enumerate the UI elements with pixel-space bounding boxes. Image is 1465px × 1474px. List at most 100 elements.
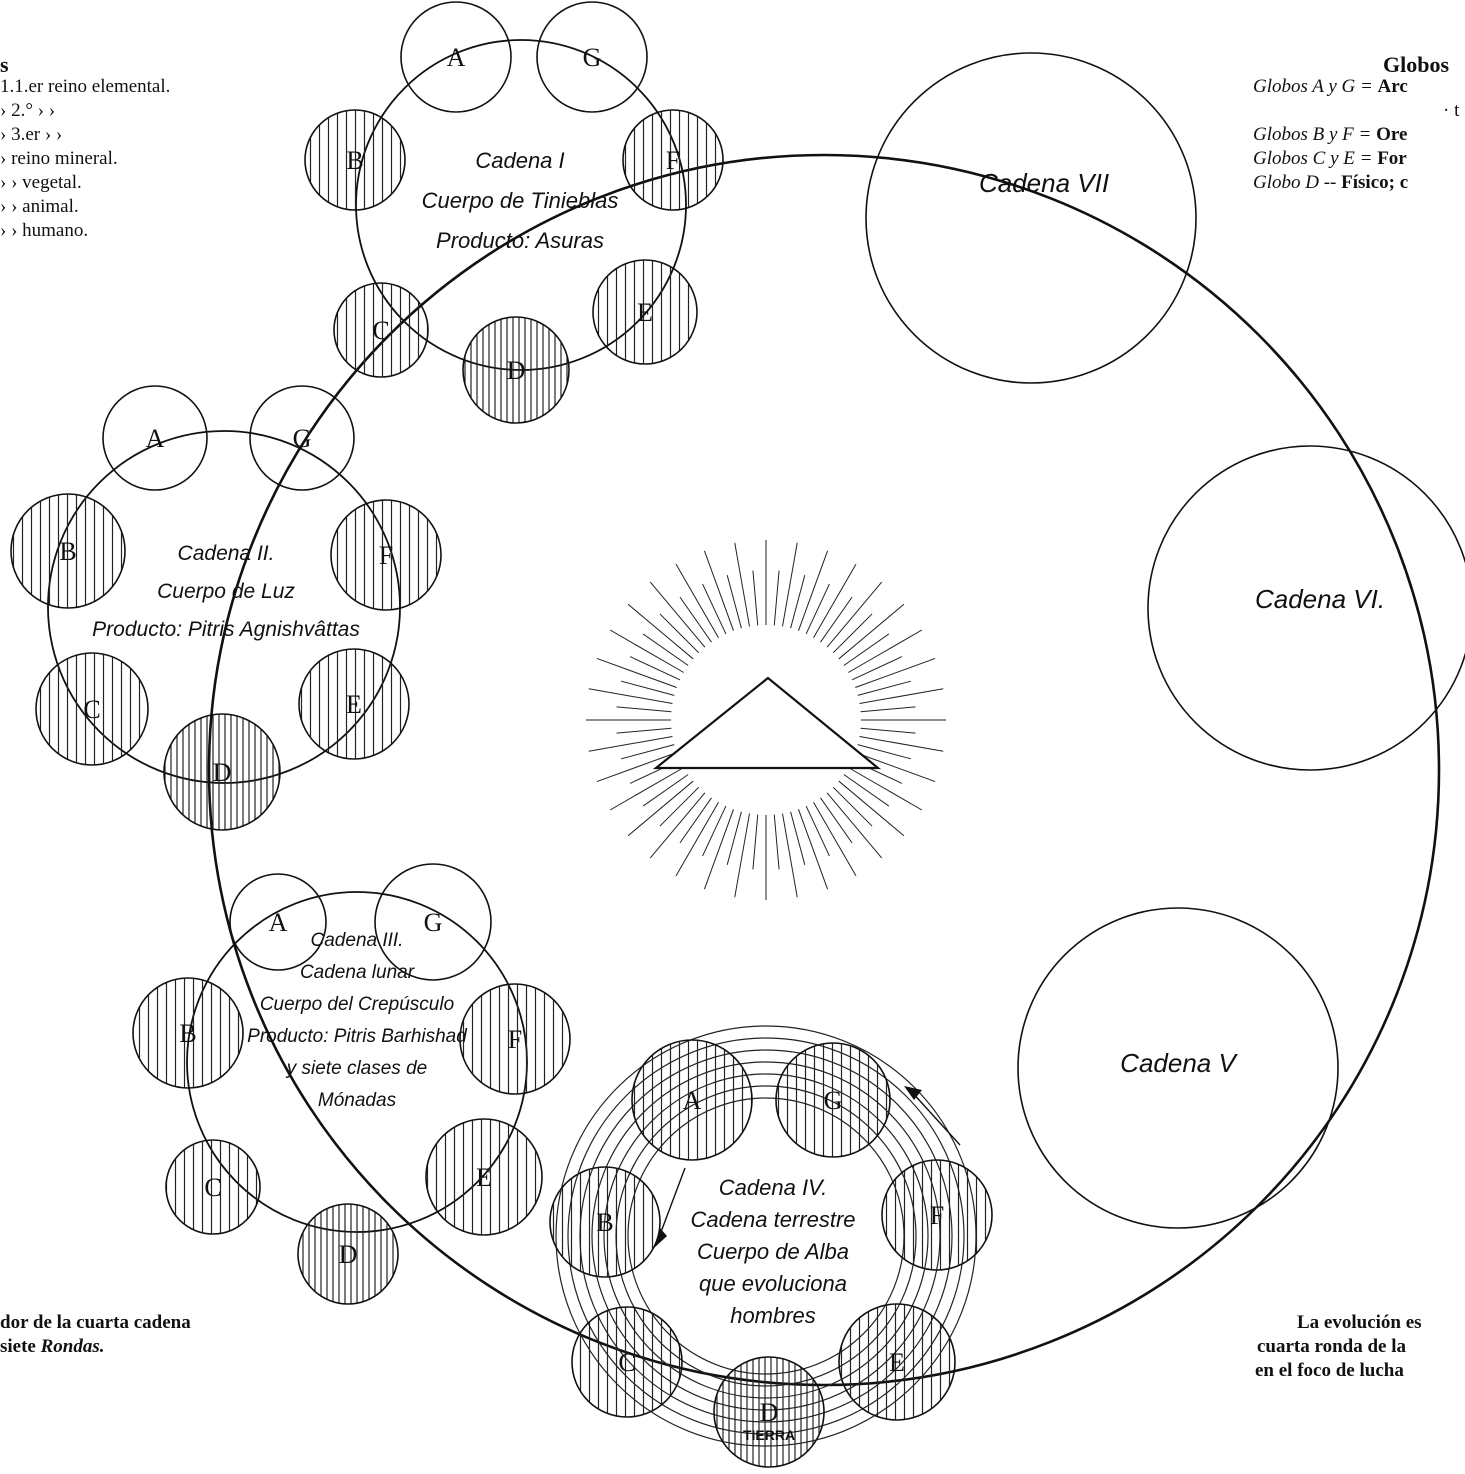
globe-b: B <box>133 978 243 1088</box>
legend-right-line: Globos A y G = Arc <box>1253 76 1408 98</box>
globe-g: G <box>537 2 647 112</box>
globe-a: A <box>401 2 511 112</box>
chain-c4-text: Cadena terrestre <box>690 1207 855 1232</box>
globe-b: B <box>11 494 125 608</box>
sun-ray <box>839 604 904 659</box>
sun-ray <box>680 597 712 642</box>
globe-b: B <box>550 1167 660 1277</box>
globe-a: A <box>103 386 207 490</box>
globe-letter: D <box>507 356 526 385</box>
caption-right-line2: cuarta ronda de la <box>1257 1336 1406 1358</box>
sun-ray <box>839 781 904 836</box>
globe-letter: A <box>447 43 466 72</box>
globe-letter: F <box>666 146 680 175</box>
globe-letter: G <box>293 424 312 453</box>
globe-a: A <box>632 1040 752 1160</box>
globe-letter: B <box>346 146 363 175</box>
sun-ray <box>844 634 889 666</box>
sun-ray <box>643 774 688 806</box>
globe-c: C <box>36 653 148 765</box>
globe-d: D <box>298 1204 398 1304</box>
sun-ray <box>703 584 726 634</box>
chain-c1-text: Cuerpo de Tinieblas <box>422 188 619 213</box>
chain-c3-text: Producto: Pitris Barhishad <box>247 1026 468 1047</box>
chain-c7-circle <box>866 53 1196 383</box>
legend-right-line: Globos C y E = For <box>1253 148 1407 170</box>
sun-ray <box>650 582 705 647</box>
globe-f: F <box>623 110 723 210</box>
legend-right-text: Arc <box>1378 76 1408 97</box>
globe-letter: E <box>637 298 653 327</box>
globe-e: E <box>426 1119 542 1235</box>
globe-b: B <box>305 110 405 210</box>
chain-c7-label: Cadena VII <box>979 168 1109 198</box>
legend-right-line: · t <box>1443 100 1459 122</box>
chain-c4-text: Cuerpo de Alba <box>697 1239 849 1264</box>
globe-letter: A <box>683 1086 702 1115</box>
chain-c2-text: Cadena II. <box>178 542 275 565</box>
sun-ray <box>680 798 712 843</box>
globe-letter: G <box>583 43 602 72</box>
chain-c3-text: Cuerpo del Crepúsculo <box>260 994 454 1015</box>
sun-ray <box>753 815 758 870</box>
legend-left-item: › reino mineral. <box>0 148 118 170</box>
sun-ray <box>735 543 750 627</box>
earth-label: TIERRA <box>743 1427 795 1443</box>
chain-c2-text: Producto: Pitris Agnishvâttas <box>92 618 360 641</box>
sun-ray <box>628 781 693 836</box>
globe-letter: C <box>372 316 389 345</box>
globe-letter: E <box>889 1348 905 1377</box>
legend-right-italic: Globo D -- <box>1253 172 1336 193</box>
legend-right-title: Globos <box>1383 52 1449 78</box>
globe-letter: D <box>760 1398 779 1427</box>
globe-d: D <box>463 317 569 423</box>
legend-left-item: › 2.° › › <box>0 100 55 122</box>
legend-right-text: For <box>1377 148 1407 169</box>
sun-ray <box>630 657 680 680</box>
globe-g: G <box>776 1043 890 1157</box>
sun-ray <box>617 707 672 712</box>
legend-left-title: s <box>0 52 9 78</box>
sun-ray <box>861 728 916 733</box>
sun-ray <box>617 728 672 733</box>
arrow-line <box>910 1090 960 1145</box>
globe-letter: B <box>179 1019 196 1048</box>
arrow-line <box>658 1168 685 1240</box>
chain-c1-text: Cadena I <box>475 148 564 173</box>
sun-ray <box>820 798 852 843</box>
chain-c3-text: Mónadas <box>318 1090 397 1111</box>
globe-f: F <box>331 500 441 610</box>
sun-ray <box>806 584 829 634</box>
globe-letter: F <box>379 541 393 570</box>
arrow-head <box>904 1086 922 1100</box>
globe-letter: A <box>269 908 288 937</box>
sun-ray <box>852 657 902 680</box>
sun-ray <box>735 814 750 898</box>
globe-g: G <box>250 386 354 490</box>
sun-ray <box>703 806 726 856</box>
sun-ray <box>782 543 797 627</box>
legend-right-italic: Globos C y E = <box>1253 148 1372 169</box>
legend-left-item: › 3.er › › <box>0 124 62 146</box>
globe-letter: G <box>824 1086 843 1115</box>
chain-c4-text: Cadena IV. <box>719 1175 827 1200</box>
globe-letter: A <box>146 424 165 453</box>
sun-ray <box>861 707 916 712</box>
globe-letter: B <box>596 1208 613 1237</box>
sun-ray <box>860 736 944 751</box>
globe-letter: B <box>59 537 76 566</box>
sun-ray <box>643 634 688 666</box>
caption-left-line2: siete Rondas. <box>0 1336 105 1358</box>
globe-a: A <box>230 874 326 970</box>
sun-ray <box>827 793 882 858</box>
legend-right-italic: Globos B y F = <box>1253 124 1371 145</box>
central-triangle <box>656 678 878 768</box>
globe-letter: E <box>476 1163 492 1192</box>
chain-c2-text: Cuerpo de Luz <box>157 580 295 603</box>
chain-c3-text: Cadena III. <box>311 930 404 951</box>
globe-letter: D <box>339 1240 358 1269</box>
chain-c3-text: y siete clases de <box>285 1058 427 1079</box>
globe-letter: F <box>930 1201 944 1230</box>
